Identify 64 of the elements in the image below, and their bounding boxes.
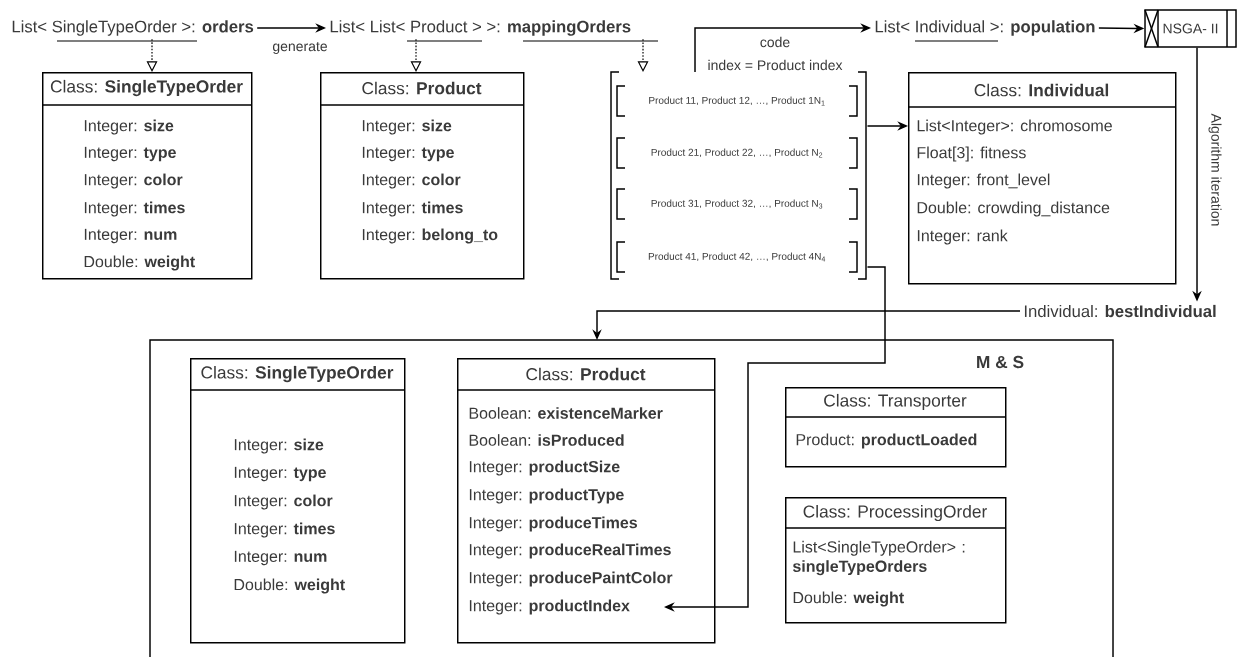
attribute-text: Double: crowding_distance: [917, 201, 1110, 217]
attribute-text: Double: weight: [84, 255, 195, 271]
attribute-text: Integer: num: [234, 550, 327, 566]
type-label: List< Individual >: population: [875, 20, 1095, 42]
class-name: Class: SingleTypeOrder: [50, 79, 243, 97]
product-list: Product 31, Product 32, …, Product N$_{3}$: [616, 188, 858, 220]
attribute-text: Integer: productIndex: [469, 599, 630, 615]
class-name: Class: Product: [362, 81, 482, 95]
attribute-text: Integer: color: [234, 494, 333, 510]
attribute-text: Integer: productType: [469, 488, 624, 504]
class-name: Class: Transporter: [824, 393, 967, 411]
type-label: List< List< Product > >: mappingOrders: [330, 20, 659, 42]
class-name: Class: SingleTypeOrder: [201, 365, 394, 383]
attribute-text: Integer: type: [84, 146, 176, 162]
class-name: Class: ProcessingOrder: [803, 504, 987, 522]
dotted-arrow: [410, 38, 422, 72]
dotted-arrow: [146, 38, 158, 72]
attribute-text: List<Integer>: chromosome: [917, 119, 1112, 135]
attribute-text: Boolean: isProduced: [469, 434, 624, 446]
class-box: [456, 358, 716, 644]
attribute-text: Integer: size: [362, 119, 452, 135]
attribute-text: Integer: num: [84, 228, 177, 244]
attribute-text: Integer: size: [234, 438, 324, 454]
attribute-text: Integer: color: [362, 173, 461, 189]
attribute-text: Integer: times: [362, 201, 463, 217]
attribute-text: Integer: productSize: [469, 460, 620, 476]
product-list: Product 11, Product 12, …, Product 1N$_{1}$: [616, 85, 858, 117]
edge-label: generate: [271, 40, 329, 56]
attribute-text: Integer: type: [234, 466, 326, 482]
attribute-text: Integer: produceTimes: [469, 516, 637, 532]
attribute-text: Double: weight: [793, 591, 904, 607]
attribute-text: Double: weight: [234, 578, 345, 594]
class-box: [41, 72, 253, 280]
attribute-text: Integer: times: [84, 201, 185, 217]
type-label: List< SingleTypeOrder >: orders: [12, 20, 254, 42]
attribute-text: Product: productLoaded: [796, 433, 977, 449]
type-label: Individual: bestIndividual: [1024, 304, 1216, 318]
class-box: [189, 358, 406, 644]
bracket: [610, 71, 867, 280]
dotted-arrow: [637, 38, 649, 72]
edge-label: Algorithm iteration: [1207, 112, 1223, 228]
attribute-text: Integer: times: [234, 522, 335, 538]
product-list: Product 41, Product 42, …, Product 4N$_{4}$: [616, 241, 858, 273]
attribute-text: Integer: front_level: [917, 173, 1050, 189]
class-name: Class: Product: [526, 367, 646, 381]
attribute-text: Integer: belong_to: [362, 228, 498, 244]
edge-label: code: [758, 35, 792, 49]
attribute-text: Integer: color: [84, 173, 183, 189]
process-box: NSGA- II: [1144, 9, 1237, 48]
attribute-text: Boolean: existenceMarker: [469, 407, 663, 419]
class-box: [907, 72, 1177, 285]
attribute-text: List<SingleTypeOrder> : singleTypeOrders: [793, 540, 965, 576]
note-text: index = Product index: [708, 59, 843, 71]
attribute-text: Integer: type: [362, 146, 454, 162]
product-list: Product 21, Product 22, …, Product N$_{2}$: [616, 137, 858, 169]
attribute-text: Integer: produceRealTimes: [469, 543, 671, 559]
attribute-text: Integer: size: [84, 119, 174, 135]
class-box: [784, 387, 1007, 468]
attribute-text: Integer: producePaintColor: [469, 571, 673, 587]
attribute-text: Integer: rank: [917, 229, 1008, 245]
attribute-text: Float[3]: fitness: [917, 146, 1026, 162]
class-box: [784, 497, 1007, 624]
class-name: Class: Individual: [974, 83, 1109, 97]
class-box: [319, 72, 525, 280]
